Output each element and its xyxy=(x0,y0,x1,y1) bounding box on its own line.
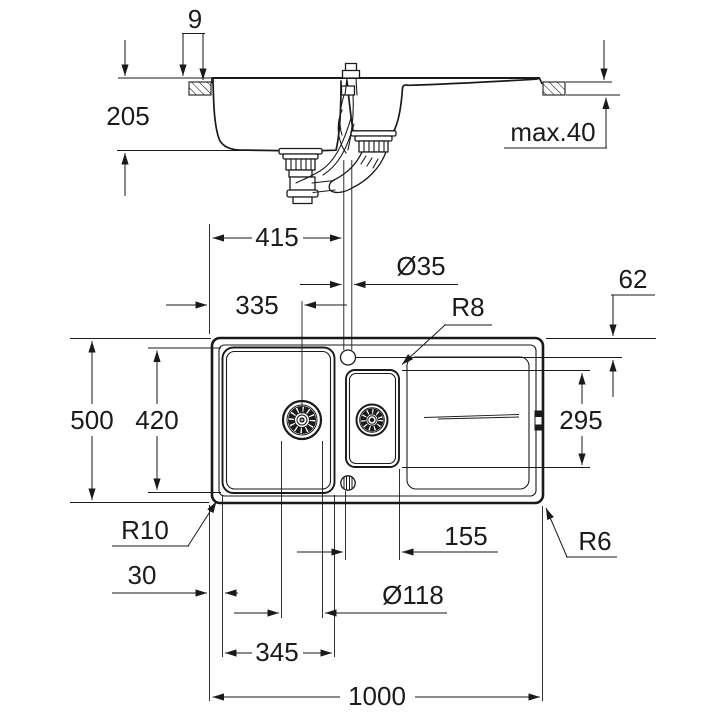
dim-label-30: 30 xyxy=(128,560,157,590)
countertop-section-left xyxy=(188,81,212,96)
main-bowl xyxy=(221,346,336,494)
dim-label-415: 415 xyxy=(255,222,298,252)
dim-tap-hole: Ø35 xyxy=(300,251,458,289)
dim-label-o118: Ø118 xyxy=(382,580,444,610)
dim-label-205: 205 xyxy=(106,101,149,131)
dim-bowl-width: 345 xyxy=(225,637,332,667)
side-view: 9 205 max.40 xyxy=(106,4,620,205)
dim-drain-offset: 335 xyxy=(166,290,347,320)
dim-radius-r10: R10 xyxy=(112,501,217,547)
drain-trap-assembly xyxy=(278,147,323,205)
divider-profile xyxy=(320,80,342,152)
dim-tap-offset: 415 xyxy=(212,222,342,252)
dim-overall-width: 1000 xyxy=(212,681,540,711)
dim-bowl-depth: 420 xyxy=(135,350,179,490)
dim-rim-thickness: 9 xyxy=(179,4,207,80)
dim-label-r10: R10 xyxy=(121,515,169,545)
faucet-section xyxy=(337,62,361,154)
dim-countertop-max: max.40 xyxy=(504,40,610,149)
dim-label-o35: Ø35 xyxy=(396,251,445,281)
tap-hole xyxy=(339,349,357,366)
small-drain-strainer xyxy=(355,403,389,437)
dim-label-500: 500 xyxy=(70,405,113,435)
dim-label-420: 420 xyxy=(135,405,178,435)
dim-label-295: 295 xyxy=(559,405,602,435)
dim-top-offset: 62 xyxy=(609,264,655,397)
dim-small-bowl-depth: 295 xyxy=(559,373,603,465)
small-bowl xyxy=(345,369,400,468)
plan-view: 415 Ø35 335 62 R8 xyxy=(70,160,656,711)
sink-outline xyxy=(210,336,545,505)
drainboard xyxy=(406,356,530,490)
dim-label-1000: 1000 xyxy=(348,681,406,711)
dim-label-62: 62 xyxy=(619,264,648,294)
popup-knob xyxy=(340,475,356,491)
drainboard-groove xyxy=(423,414,520,420)
dim-label-max40: max.40 xyxy=(510,117,595,147)
dim-edge-gap: 30 xyxy=(112,560,238,597)
dim-small-bowl-width: 155 xyxy=(297,521,498,556)
dim-radius-r6: R6 xyxy=(545,507,617,558)
dim-drain-diameter: Ø118 xyxy=(234,580,447,617)
main-bowl-inner xyxy=(225,350,332,490)
dim-overall-depth: 500 xyxy=(70,341,114,500)
dim-label-155: 155 xyxy=(444,521,487,551)
countertop-section-right xyxy=(542,81,566,96)
dim-bowl-depth-section: 205 xyxy=(106,40,150,196)
dim-label-r6: R6 xyxy=(578,526,611,556)
dim-label-r8: R8 xyxy=(451,292,484,322)
drainboard-profile xyxy=(393,77,543,132)
main-bowl-profile xyxy=(212,78,281,152)
dim-label-335: 335 xyxy=(235,290,278,320)
overflow-slot xyxy=(534,410,543,431)
dim-radius-r8: R8 xyxy=(401,292,492,365)
extension-lines xyxy=(70,160,656,701)
dim-label-345: 345 xyxy=(255,637,298,667)
small-bowl-inner xyxy=(348,372,397,465)
dim-label-9: 9 xyxy=(188,4,202,34)
